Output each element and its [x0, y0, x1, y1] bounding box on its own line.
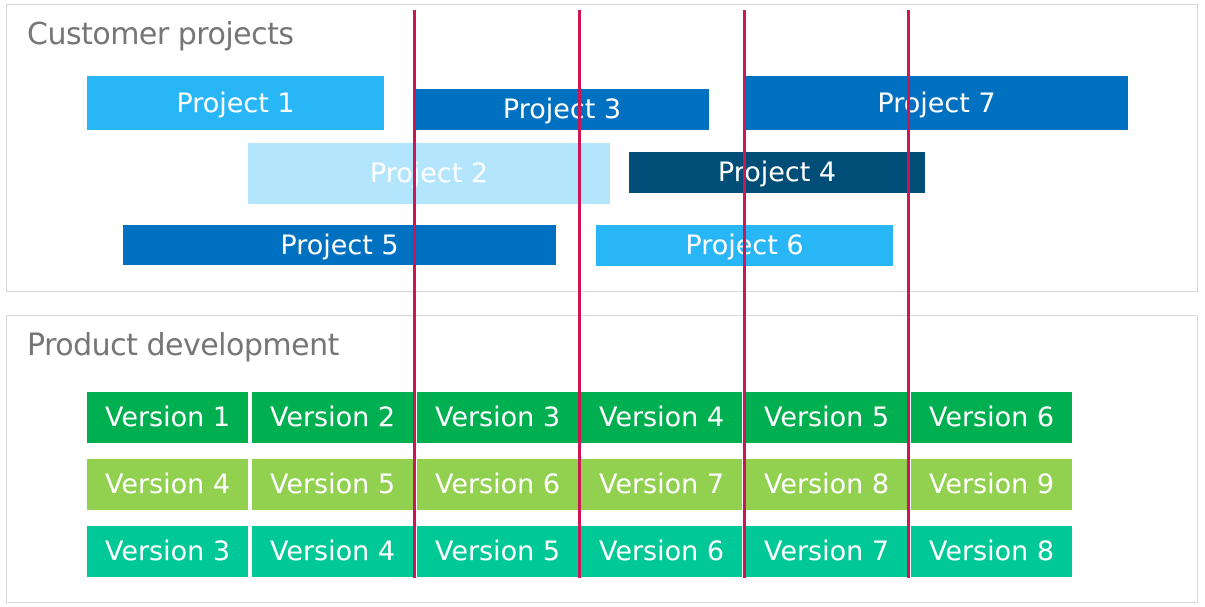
version-cell[interactable]: Version 7: [746, 526, 907, 577]
release-marker-line-4: [907, 10, 910, 578]
project-7-bar[interactable]: Project 7: [745, 76, 1128, 130]
project-1-bar[interactable]: Project 1: [87, 76, 384, 130]
version-cell[interactable]: Version 8: [746, 459, 907, 510]
version-cell[interactable]: Version 6: [911, 392, 1072, 443]
customer-projects-title: Customer projects: [27, 17, 294, 52]
version-cell[interactable]: Version 5: [252, 459, 413, 510]
project-5-bar[interactable]: Project 5: [123, 225, 556, 265]
version-cell[interactable]: Version 8: [911, 526, 1072, 577]
product-development-title: Product development: [27, 328, 339, 363]
release-marker-line-2: [578, 10, 581, 578]
version-cell[interactable]: Version 4: [252, 526, 413, 577]
version-cell[interactable]: Version 7: [581, 459, 742, 510]
version-cell[interactable]: Version 2: [252, 392, 413, 443]
version-cell[interactable]: Version 5: [417, 526, 578, 577]
release-marker-line-1: [413, 10, 416, 578]
version-cell[interactable]: Version 3: [417, 392, 578, 443]
version-cell[interactable]: Version 5: [746, 392, 907, 443]
version-cell[interactable]: Version 9: [911, 459, 1072, 510]
version-cell[interactable]: Version 4: [87, 459, 248, 510]
project-3-bar[interactable]: Project 3: [415, 89, 709, 130]
project-4-bar[interactable]: Project 4: [629, 152, 925, 193]
version-cell[interactable]: Version 6: [417, 459, 578, 510]
project-2-bar[interactable]: Project 2: [248, 143, 610, 204]
version-cell[interactable]: Version 6: [581, 526, 742, 577]
version-cell[interactable]: Version 4: [581, 392, 742, 443]
version-cell[interactable]: Version 3: [87, 526, 248, 577]
release-marker-line-3: [743, 10, 746, 578]
version-cell[interactable]: Version 1: [87, 392, 248, 443]
